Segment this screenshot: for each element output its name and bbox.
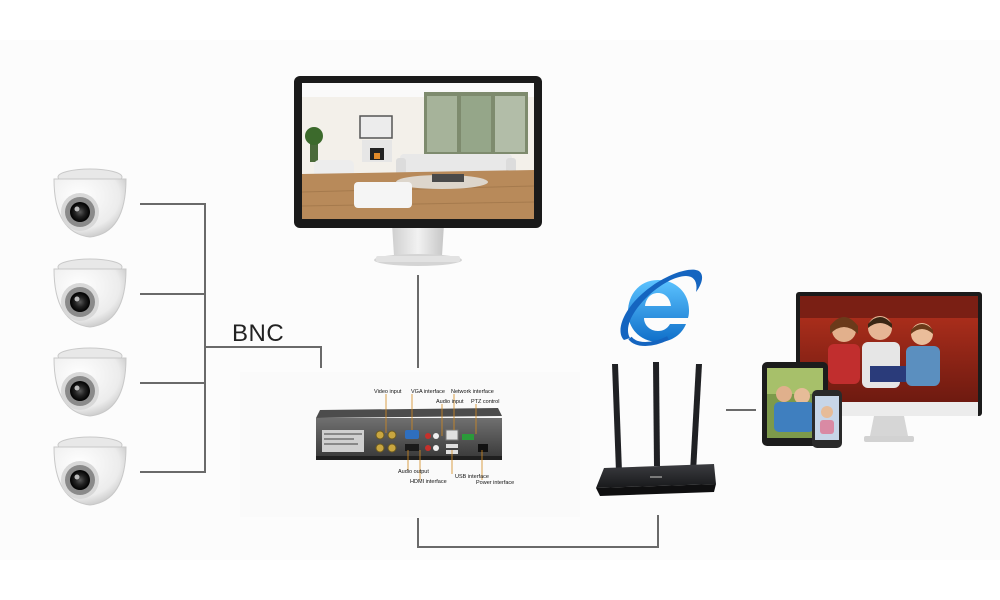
monitor-icon bbox=[292, 74, 544, 274]
dvr-label-video-input: Video input bbox=[374, 389, 401, 395]
router-icon bbox=[590, 360, 730, 502]
cameras-group bbox=[40, 165, 140, 525]
client-devices bbox=[758, 290, 984, 450]
dvr-label-audio-input: Audio input bbox=[436, 399, 464, 405]
dome-camera-icon bbox=[54, 259, 126, 327]
network-bottom-link bbox=[417, 546, 659, 548]
dvr-label-vga-interface: VGA interface bbox=[411, 389, 445, 395]
internet-explorer-icon bbox=[612, 262, 704, 354]
camera-3-link bbox=[140, 382, 206, 384]
dvr-label-ptz-control: PTZ control bbox=[471, 399, 499, 405]
camera-1-link bbox=[140, 203, 206, 205]
phone-icon bbox=[812, 390, 842, 448]
dvr-network-link bbox=[417, 518, 419, 548]
dvr-label-audio-output: Audio output bbox=[398, 469, 429, 475]
dome-camera-icon bbox=[54, 437, 126, 505]
dvr-label-hdmi-interface: HDMI interface bbox=[410, 479, 447, 485]
bnc-label: BNC bbox=[232, 320, 284, 348]
dome-camera-icon bbox=[54, 348, 126, 416]
monitor-link bbox=[417, 275, 419, 368]
camera-2-link bbox=[140, 293, 206, 295]
dvr-label-power-interface: Power interface bbox=[476, 480, 514, 486]
camera-bus bbox=[204, 203, 206, 473]
dvr-label-network-interface: Network interface bbox=[451, 389, 494, 395]
camera-4-link bbox=[140, 471, 206, 473]
dome-camera-icon bbox=[54, 169, 126, 237]
bnc-link-down bbox=[320, 346, 322, 368]
router-link bbox=[657, 515, 659, 548]
devices-link bbox=[726, 409, 756, 411]
